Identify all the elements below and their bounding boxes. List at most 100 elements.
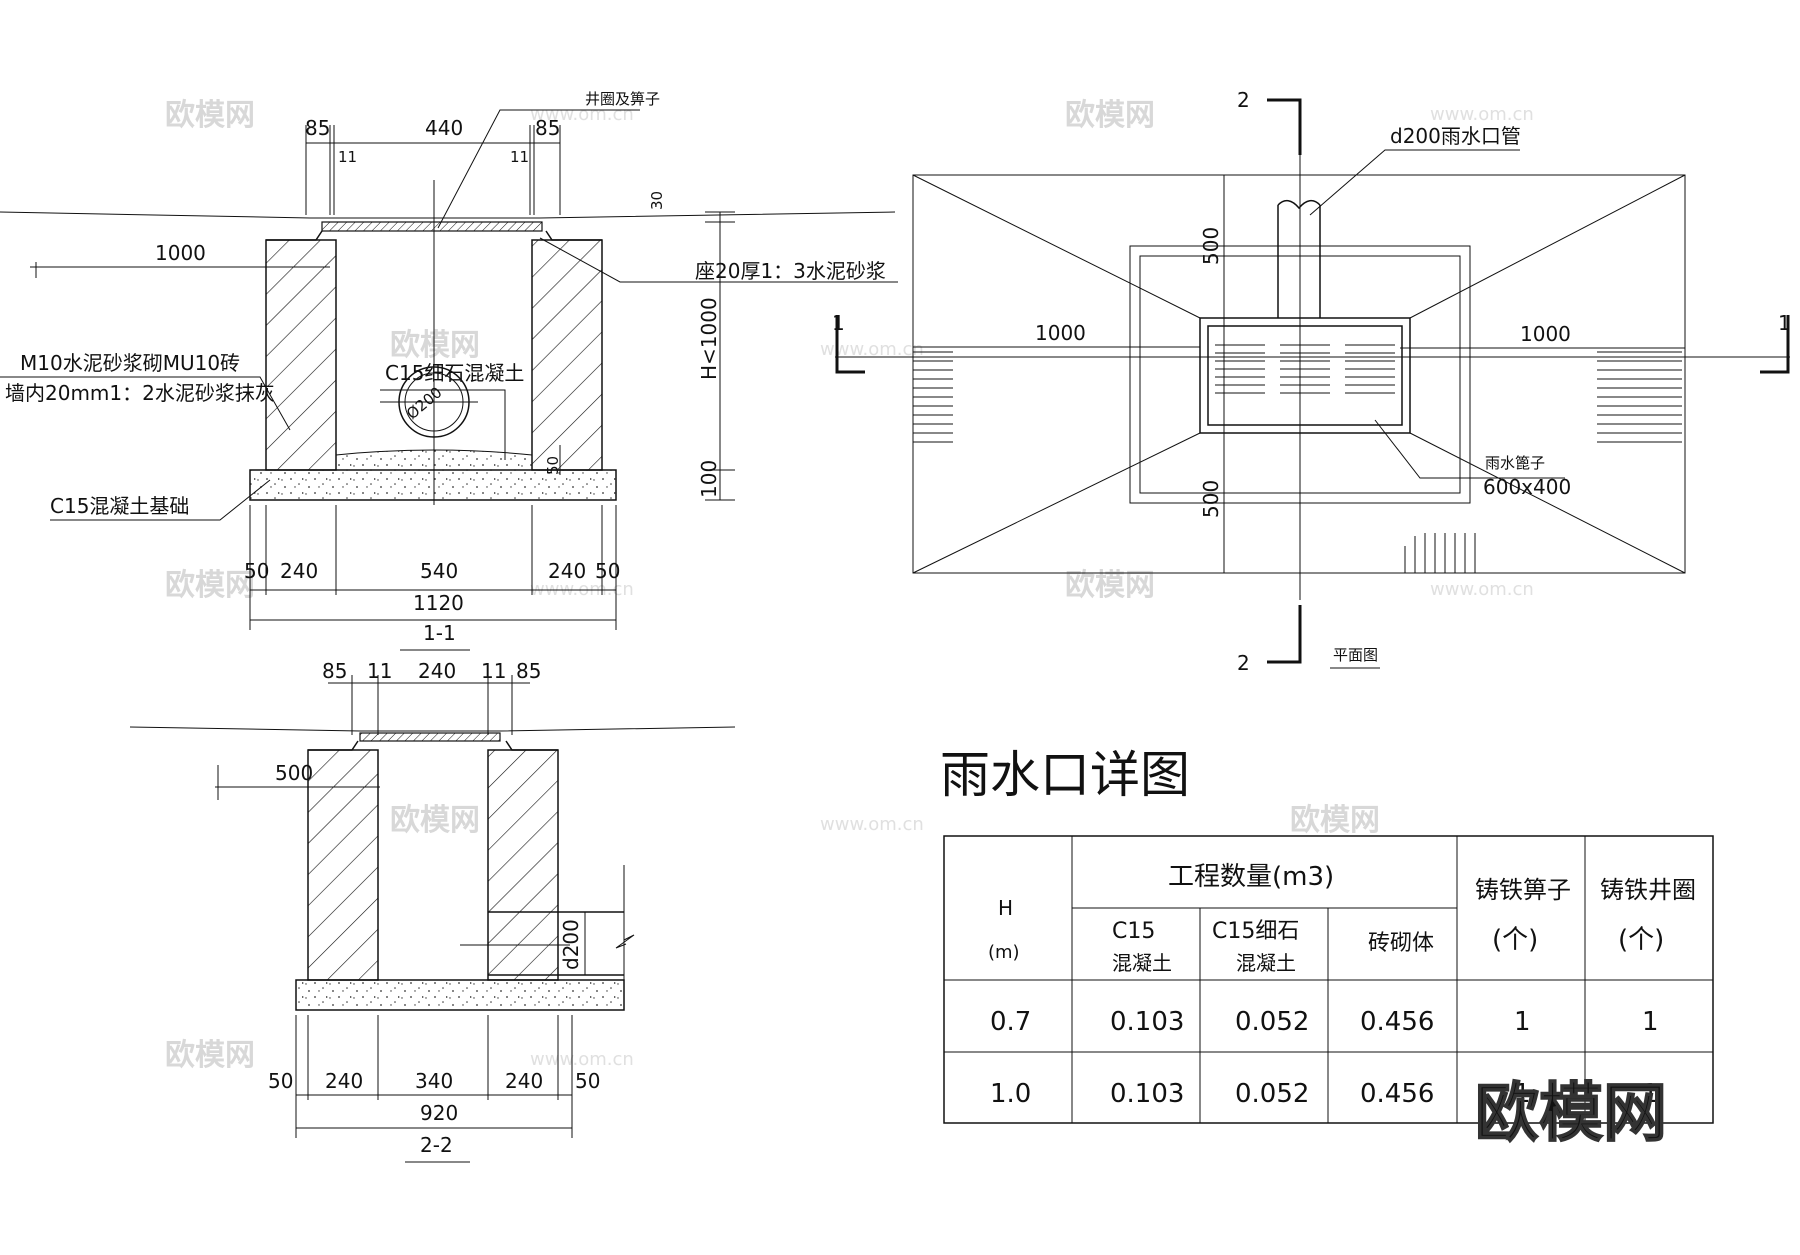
cell: 0.052	[1235, 1007, 1309, 1037]
dim-920: 920	[420, 1101, 458, 1125]
dim-1000: 1000	[155, 241, 206, 265]
dim-240-a: 240	[280, 559, 318, 583]
dim-11-right: 11	[510, 148, 529, 166]
dim-240-top: 240	[418, 659, 456, 683]
watermark-url: www.om.cn	[820, 814, 924, 835]
cell: 0.103	[1110, 1079, 1184, 1109]
watermark-logo: 欧模网	[165, 98, 255, 133]
th-grate-1: 铸铁箅子	[1475, 876, 1571, 904]
watermark-url: www.om.cn	[530, 1049, 634, 1070]
section-2-2: d200 500 85 11 240 11 85 50 240	[129, 659, 736, 1163]
grate	[321, 221, 543, 232]
cell: 0.456	[1360, 1007, 1434, 1037]
plan-outer	[912, 174, 1686, 574]
dim-440: 440	[425, 116, 463, 140]
cell: 1	[1642, 1079, 1659, 1109]
grate-2	[359, 732, 501, 742]
left-wall	[265, 239, 337, 471]
th-ring-2: (个)	[1618, 925, 1664, 955]
drawing-title: 雨水口详图	[940, 746, 1190, 804]
th-c15-1: C15	[1112, 919, 1155, 944]
plan-dim-1000-left: 1000	[1035, 321, 1086, 345]
plan-well	[1199, 317, 1411, 434]
base-slab	[249, 469, 617, 501]
ground-line-2	[129, 726, 736, 732]
dim-11-b: 11	[481, 659, 506, 683]
th-quantity: 工程数量(m3)	[1168, 862, 1334, 892]
watermark-logo: 欧模网	[1065, 98, 1155, 133]
watermark-logo: 欧模网	[165, 568, 255, 603]
plan-grate	[1207, 325, 1403, 426]
dim-540: 540	[420, 559, 458, 583]
wall-label-1: M10水泥砂浆砌MU10砖	[20, 351, 240, 375]
dim-100: 100	[697, 460, 721, 498]
th-brick: 砖砌体	[1368, 931, 1434, 956]
section-mark-1-right: 1	[1778, 311, 1791, 335]
section-label-1-1: 1-1	[423, 621, 456, 645]
dim-50-b: 50	[595, 559, 620, 583]
dim-240-b: 240	[548, 559, 586, 583]
section-mark-1-left: 1	[832, 311, 845, 335]
section-mark-2-bottom: 2	[1237, 651, 1250, 675]
cell: 1.0	[990, 1079, 1031, 1109]
dim-85-b: 85	[516, 659, 541, 683]
dim-340: 340	[415, 1069, 453, 1093]
dim-50-a: 50	[244, 559, 269, 583]
plan-view: 2 2 1 1 d200雨水口管 1000 1000 500 500 雨水篦子 …	[832, 88, 1791, 675]
quantity-table: H (m) 工程数量(m3) C15 混凝土 C15细石 混凝土 砖砌体 铸铁箅…	[943, 835, 1714, 1124]
pipe-label-2: d200	[559, 919, 583, 970]
left-wall-2	[307, 749, 379, 981]
watermark-url: www.om.cn	[1430, 579, 1534, 600]
th-fine-2: 混凝土	[1236, 951, 1296, 975]
right-wall-2	[487, 749, 559, 981]
dim-50-c: 50	[268, 1069, 293, 1093]
grate-bars	[1215, 344, 1395, 394]
cell: 0.052	[1235, 1079, 1309, 1109]
watermark-url: www.om.cn	[530, 104, 634, 125]
th-c15-2: 混凝土	[1112, 951, 1172, 975]
section-1-1: 85 440 85 11 11 井圈及箅子 30 H<1000 100 座20厚…	[0, 90, 898, 651]
watermark-url: www.om.cn	[1430, 104, 1534, 125]
cell: 1	[1514, 1079, 1531, 1109]
dim-11-a: 11	[367, 659, 392, 683]
watermark-layer: 欧模网 www.om.cn 欧模网 www.om.cn 欧模网 www.om.c…	[165, 98, 1534, 1073]
table-row: 0.7 0.103 0.052 0.456 1 1	[990, 1007, 1659, 1037]
th-grate-2: (个)	[1492, 925, 1538, 955]
dim-500: 500	[275, 761, 313, 785]
dim-85-a: 85	[322, 659, 347, 683]
pipe-label: Ø200	[403, 383, 446, 423]
th-ring-1: 铸铁井圈	[1600, 876, 1696, 904]
dim-30: 30	[648, 191, 666, 210]
section-label-2-2: 2-2	[420, 1133, 453, 1157]
mortar-label: 座20厚1：3水泥砂浆	[695, 259, 886, 283]
th-fine-1: C15细石	[1212, 919, 1299, 944]
watermark-logo: 欧模网	[1065, 568, 1155, 603]
ground-line	[0, 211, 896, 219]
grate-label: 井圈及箅子	[585, 90, 660, 108]
cell: 0.7	[990, 1007, 1031, 1037]
dim-50: 50	[544, 456, 562, 475]
cell: 0.103	[1110, 1007, 1184, 1037]
cell: 1	[1514, 1007, 1531, 1037]
right-wall	[531, 239, 603, 471]
slope-ticks	[913, 351, 1682, 573]
plan-dim-1000-right: 1000	[1520, 322, 1571, 346]
base-label: C15混凝土基础	[50, 494, 189, 518]
th-h: H	[998, 896, 1013, 920]
dim-height: H<1000	[697, 297, 721, 380]
base-slab-2	[295, 979, 625, 1011]
th-h-unit: (m)	[988, 942, 1020, 963]
concrete-label: C15细石混凝土	[385, 361, 524, 385]
plan-grate-label: 雨水篦子	[1485, 454, 1545, 472]
plan-grate-size: 600x400	[1483, 475, 1571, 499]
dim-11-left: 11	[338, 148, 357, 166]
dim-240-c: 240	[325, 1069, 363, 1093]
plan-dim-500-bottom: 500	[1199, 480, 1223, 518]
watermark-logo: 欧模网	[165, 1038, 255, 1073]
table-row: 1.0 0.103 0.052 0.456 1 1	[990, 1079, 1659, 1109]
watermark-logo: 欧模网	[1290, 803, 1380, 838]
watermark-logo: 欧模网	[390, 328, 480, 363]
plan-pipe-label: d200雨水口管	[1390, 124, 1521, 148]
cell: 1	[1642, 1007, 1659, 1037]
